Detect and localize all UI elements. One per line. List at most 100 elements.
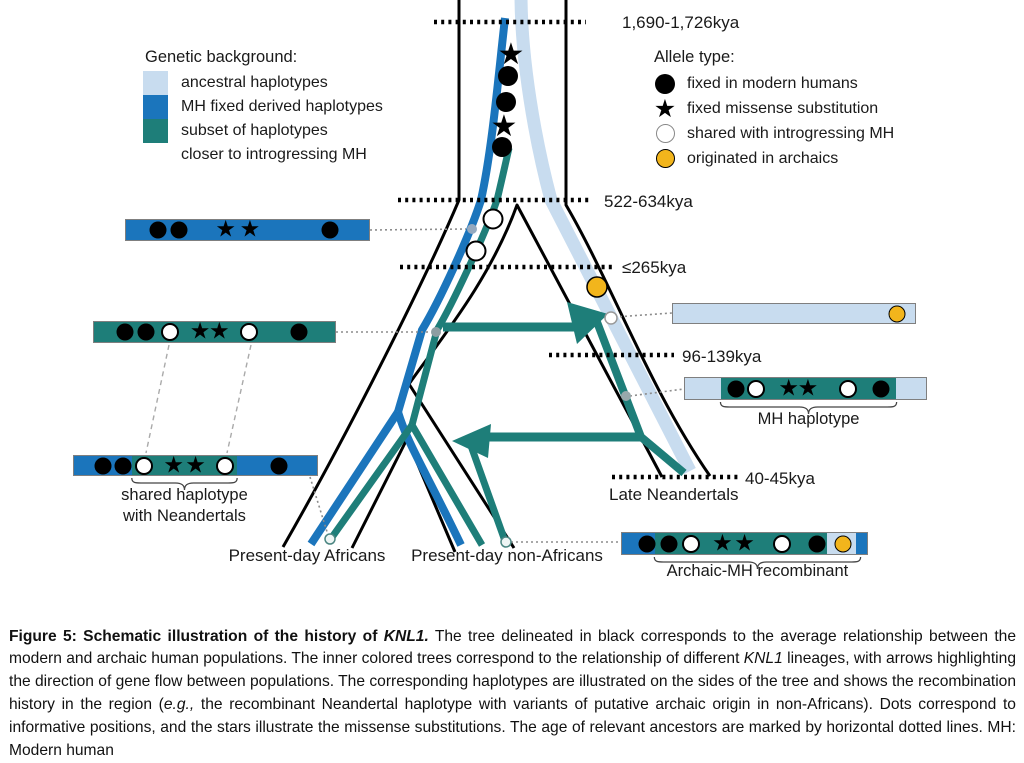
tip-label-late-neandertals: Late Neandertals [609, 485, 738, 504]
time-label: ≤265kya [622, 258, 687, 277]
archaic-origin-allele-dot [888, 305, 906, 322]
arrowhead-into-archaics [567, 302, 608, 344]
missense-star: ★ [778, 373, 799, 400]
black-star-icon: ★ [653, 94, 677, 123]
fixed-allele-dot [660, 535, 678, 552]
shared-allele-dot [773, 534, 792, 553]
missense-star: ★ [189, 317, 211, 344]
bar-label: MH haplotype [757, 410, 860, 428]
time-label: 522-634kya [604, 192, 693, 211]
mh-fixed-derived-haplotype-bar: ★★ [125, 215, 370, 242]
caption-text-run: KNL1 [743, 650, 783, 668]
brace [131, 477, 238, 491]
legend-item-label: MH fixed derived haplotypes [181, 98, 383, 115]
fixed-allele-dot [498, 66, 518, 86]
tree-inner-split [407, 203, 664, 478]
shared-allele-dot [135, 456, 154, 475]
legend-item: shared with introgressing MH [652, 121, 894, 146]
gene-flow-arrowheads [452, 302, 608, 458]
caption-text-run: Figure 5: Schematic illustration of the … [9, 627, 384, 645]
legend-item-label: ancestral haplotypes [181, 74, 328, 91]
shared-allele-dot [240, 323, 259, 341]
fixed-allele-dot [638, 535, 655, 552]
missense-star: ★ [215, 215, 236, 242]
legend-item: originated in archaics [652, 146, 894, 171]
legend-item: MH fixed derived haplotypes [143, 95, 383, 119]
time-label: 1,690-1,726kya [622, 13, 740, 32]
teal-swatch [143, 119, 168, 143]
fixed-allele-dot [290, 323, 308, 341]
missense-star: ★ [185, 450, 206, 477]
legend-items: ancestral haplotypes MH fixed derived hap… [143, 71, 383, 167]
caption-text-run: lineages, with arrows highlighting the d… [9, 650, 1017, 713]
bar-label: Archaic-MH recombinant [666, 562, 849, 580]
legend-title: Allele type: [654, 48, 735, 66]
white-dot-icon [652, 124, 678, 143]
blue-swatch [143, 95, 168, 119]
figure-diagram: ★ ★ 1,690-1,726kya 522-634kya ≤265kya 96… [73, 0, 927, 580]
fixed-allele-dot [492, 137, 512, 157]
legend-item: ancestral haplotypes [143, 71, 383, 95]
tip-label-africans: Present-day Africans [229, 546, 386, 565]
lightblue-segment [895, 378, 926, 399]
yellow-dot-icon [652, 149, 678, 168]
fixed-allele-dot [149, 221, 167, 239]
bar-label: with Neandertals [123, 507, 246, 525]
time-labels: 1,690-1,726kya 522-634kya ≤265kya 96-139… [604, 13, 815, 488]
legend-item-label: shared with introgressing MH [687, 124, 895, 142]
shared-variant-links [145, 344, 252, 454]
shared-allele-dot [482, 208, 504, 230]
shared-allele-dot [160, 323, 179, 341]
caption-text-run: The tree delineated in black corresponds… [9, 627, 1017, 668]
legend-title: Genetic background: [145, 48, 298, 66]
missense-star: ★ [797, 373, 819, 400]
teal-segment [132, 456, 237, 475]
caption-text-run: the recombinant Neandertal haplotype wit… [9, 695, 1016, 759]
brace [653, 556, 862, 570]
subset-closer-to-mh-haplotype-bar: ★★ [93, 317, 336, 344]
fixed-allele-dot [321, 221, 339, 239]
legend-item: fixed in modern humans [652, 71, 894, 96]
missense-star: ★ [209, 317, 230, 344]
haplotype-connector-lines [309, 228, 685, 543]
missense-star: ★ [734, 528, 755, 555]
fixed-allele-dot [170, 221, 188, 239]
connector-anchor-dots [324, 224, 631, 548]
ancestral-haplotype-bar [672, 303, 916, 324]
fixed-allele-dot [496, 92, 516, 112]
time-label: 40-45kya [745, 469, 815, 488]
caption-text-run: KNL1. [383, 627, 429, 645]
shared-allele-dot [838, 379, 857, 398]
shared-allele-dot [215, 456, 234, 475]
missense-star: ★ [239, 215, 261, 242]
legend-item-label: originated in archaics [687, 149, 839, 167]
bar-braces [131, 401, 898, 570]
archaic-origin-allele-dot [586, 276, 608, 298]
black-dot-icon [652, 73, 678, 94]
lightblue-segment [685, 378, 722, 399]
shared-neandertal-haplotype-bar: ★★ [73, 450, 318, 477]
shared-allele-dot [681, 534, 700, 553]
archaic-origin-allele-dot [834, 535, 851, 552]
legend-item-label: fixed missense substitution [687, 99, 879, 117]
lightblue-swatch [143, 71, 168, 95]
fixed-allele-dot [137, 323, 155, 341]
fixed-allele-dot [727, 380, 745, 397]
legend-items: fixed in modern humans ★ fixed missense su… [652, 71, 894, 171]
missense-star: ★ [163, 450, 184, 477]
archaic-mh-recombinant-bar: ★★ [621, 528, 868, 555]
introgressing-lineage [327, 147, 687, 547]
missense-star: ★ [491, 110, 518, 143]
lightblue-segment [673, 304, 915, 323]
legend-item: ★ fixed missense substitution [652, 96, 894, 121]
teal-segment [94, 322, 335, 342]
time-dotted-lines [398, 19, 738, 480]
missense-star: ★ [498, 38, 525, 71]
legend-item-label: fixed in modern humans [687, 74, 858, 92]
allele-type-legend: Allele type: fixed in modern humans★fixe… [652, 48, 894, 171]
fixed-allele-dot [114, 457, 132, 474]
mh-haplotype-bar: ★★ [684, 373, 927, 400]
tree-diagram-svg: ★ ★ 1,690-1,726kya 522-634kya ≤265kya 96… [131, 0, 898, 570]
